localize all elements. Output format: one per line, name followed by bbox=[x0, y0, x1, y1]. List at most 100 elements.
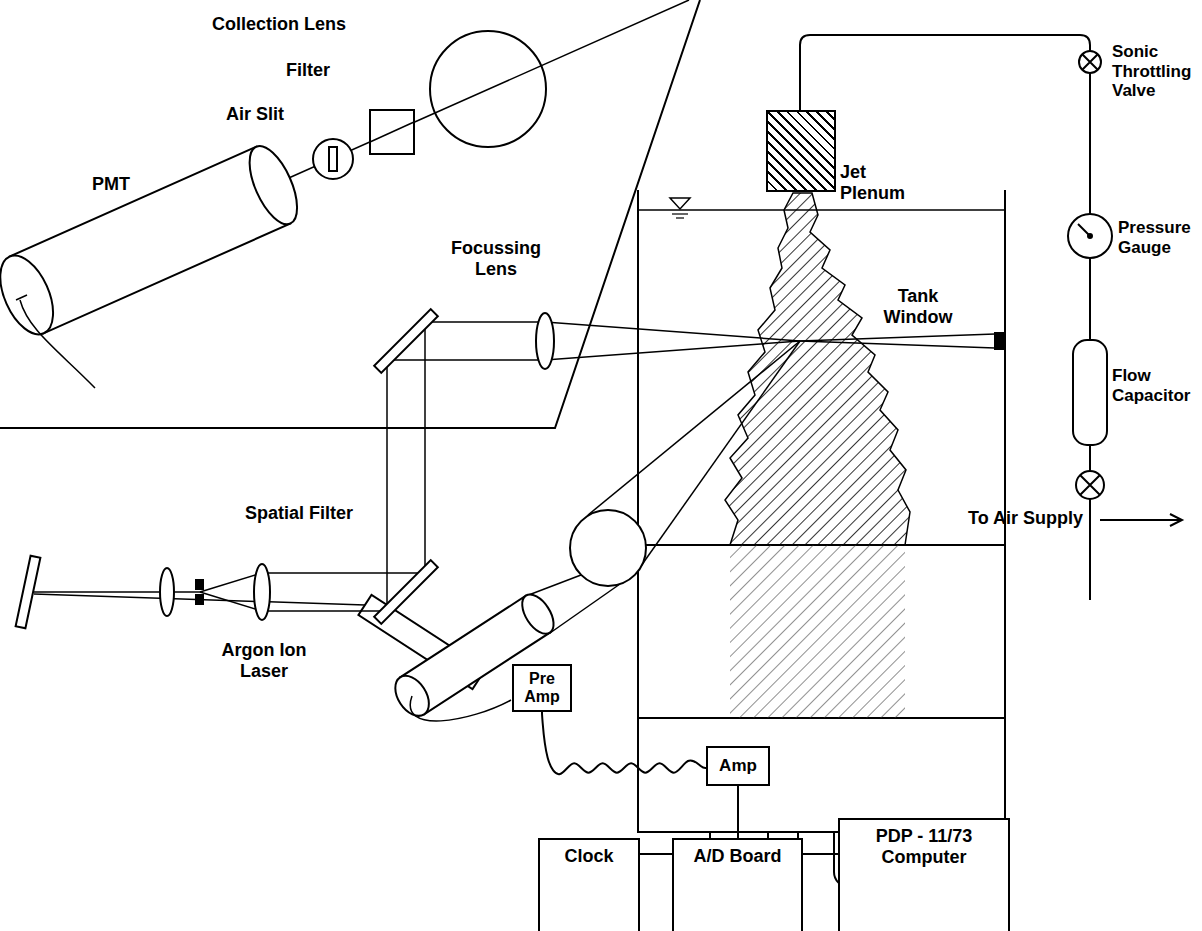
part-label: Tank Window bbox=[868, 286, 968, 327]
collection-lens-symbol bbox=[430, 31, 546, 147]
tank bbox=[672, 213, 688, 214]
jet-plume bbox=[725, 193, 910, 718]
inset-pmt-wire bbox=[16, 295, 95, 388]
laser-beam bbox=[387, 359, 545, 361]
sonic-throttling-valve bbox=[1082, 54, 1098, 70]
inset-pmt bbox=[0, 139, 307, 342]
tank bbox=[638, 190, 1005, 887]
box-label: Amp bbox=[719, 756, 757, 776]
mirror bbox=[16, 556, 41, 629]
part-label: Sonic Throttling Valve bbox=[1112, 42, 1198, 101]
collection-lens-symbol bbox=[570, 510, 646, 586]
spatial-filter-lens bbox=[254, 564, 270, 620]
box-label: PDP - 11/73 Computer bbox=[849, 826, 999, 867]
mirror bbox=[374, 560, 438, 624]
collection-rays bbox=[550, 584, 620, 633]
inset-pmt-wire bbox=[20, 300, 95, 388]
supply-arrow bbox=[1170, 514, 1182, 526]
collection-rays bbox=[641, 341, 800, 566]
spatial-filter-lens bbox=[160, 564, 270, 620]
pmt-wire bbox=[410, 696, 511, 721]
signal-cable bbox=[803, 853, 838, 855]
air-pipe bbox=[800, 35, 1090, 600]
equipment-box: A/D Board bbox=[672, 838, 803, 931]
pmt-body bbox=[388, 670, 435, 722]
supply-valve bbox=[1076, 471, 1104, 499]
filter-symbol bbox=[370, 122, 414, 142]
focussing-lens-symbol bbox=[536, 313, 554, 369]
jet-plume bbox=[725, 193, 910, 545]
inset-pmt bbox=[240, 139, 307, 230]
box-label: Clock bbox=[564, 846, 613, 867]
beam-dump bbox=[995, 333, 1005, 349]
pressure-gauge bbox=[1068, 214, 1112, 258]
mirror bbox=[374, 309, 438, 373]
pinhole bbox=[196, 580, 203, 589]
pinhole bbox=[196, 595, 203, 604]
equipment-box: Amp bbox=[706, 746, 770, 786]
inset-pmt-wire bbox=[16, 295, 27, 300]
pmt-wire bbox=[410, 696, 511, 721]
tank bbox=[638, 209, 1005, 211]
laser-beam bbox=[200, 592, 262, 611]
part-label: PMT bbox=[92, 174, 130, 195]
inset-optical-axis bbox=[273, 0, 689, 185]
filter-symbol bbox=[370, 110, 414, 154]
mirror bbox=[16, 556, 41, 629]
laser-beam bbox=[34, 594, 365, 605]
supply-arrow bbox=[1100, 514, 1182, 526]
inset-frame bbox=[0, 0, 700, 428]
equipment-box: Clock bbox=[538, 838, 640, 931]
sonic-throttling-valve bbox=[1079, 51, 1101, 73]
flow-capacitor bbox=[1073, 340, 1107, 445]
tank bbox=[834, 832, 864, 887]
tank bbox=[710, 832, 935, 885]
pmt-body bbox=[388, 589, 560, 722]
filter-symbol bbox=[370, 110, 414, 154]
signal-cable bbox=[640, 853, 672, 855]
inset-pmt bbox=[0, 248, 64, 343]
collection-rays bbox=[526, 575, 581, 596]
pmt-body bbox=[516, 589, 560, 639]
jet-plenum: Jet Plenum bbox=[766, 110, 836, 192]
equipment-box: Pre Amp bbox=[512, 664, 572, 712]
part-label: Collection Lens bbox=[212, 14, 346, 35]
flow-capacitor bbox=[1073, 340, 1107, 445]
collection-lens-symbol bbox=[570, 510, 646, 586]
mirror bbox=[374, 309, 438, 373]
air-pipe bbox=[800, 35, 1090, 600]
laser-beam bbox=[262, 572, 425, 574]
collection-rays bbox=[588, 341, 800, 515]
signal-cable bbox=[737, 786, 739, 838]
air-slit-symbol bbox=[329, 147, 337, 171]
inset-optical-axis bbox=[273, 0, 689, 185]
part-label: Flow Capacitor bbox=[1112, 366, 1198, 405]
part-label: Jet Plenum bbox=[838, 162, 908, 203]
mirror bbox=[374, 560, 438, 624]
beam-dump bbox=[995, 333, 1005, 349]
sonic-throttling-valve bbox=[1079, 51, 1101, 73]
laser-beam bbox=[425, 321, 545, 323]
pinhole bbox=[196, 580, 203, 604]
equipment-box: PDP - 11/73 Computer bbox=[838, 818, 1010, 931]
signal-cable bbox=[542, 712, 706, 774]
pressure-gauge bbox=[1068, 214, 1112, 258]
part-label: Focussing Lens bbox=[440, 238, 552, 279]
air-slit-symbol bbox=[313, 139, 353, 179]
inset-frame bbox=[0, 0, 700, 428]
tank bbox=[676, 217, 684, 218]
supply-arrow bbox=[1100, 519, 1180, 521]
tank bbox=[768, 832, 798, 887]
supply-valve bbox=[1076, 471, 1104, 499]
box-label: A/D Board bbox=[693, 846, 781, 867]
part-label: Argon Ion Laser bbox=[205, 640, 323, 681]
jet-plume bbox=[730, 545, 905, 718]
laser-beam bbox=[262, 610, 387, 612]
tank bbox=[670, 198, 690, 209]
laser-beam bbox=[32, 591, 164, 593]
supply-valve bbox=[1080, 475, 1100, 495]
